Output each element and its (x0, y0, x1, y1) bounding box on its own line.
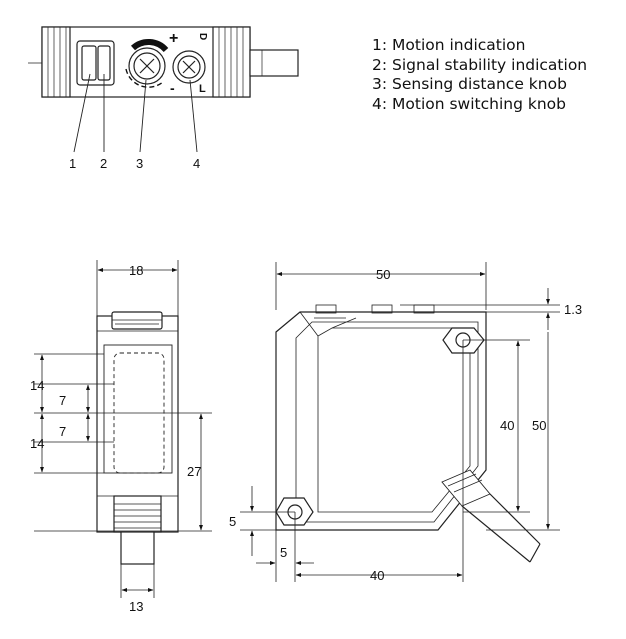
plus-mark: + (169, 30, 178, 47)
dim-hole-y-5: 5 (229, 514, 236, 529)
dim-pitch-14-upper: 14 (30, 378, 44, 393)
dim-hole-x-5: 5 (280, 545, 287, 560)
motion-switching-knob-icon (172, 50, 206, 84)
callout-leaders (73, 73, 198, 153)
side-dimension-labels: 50 1.3 40 50 5 5 40 (229, 267, 582, 583)
dim-width-18: 18 (129, 263, 143, 278)
dim-connector-13: 13 (129, 599, 143, 614)
legend-item-signal-stability: 2: Signal stability indication (372, 55, 588, 74)
callout-1: 1 (69, 156, 76, 171)
dim-inner-height-40: 40 (500, 418, 514, 433)
sensing-distance-knob-icon (125, 39, 169, 88)
callout-4: 4 (193, 156, 200, 171)
dim-hole-span-40: 40 (370, 568, 384, 583)
side-dimensions (240, 262, 560, 582)
minus-mark: - (170, 80, 175, 96)
dim-side-width-50: 50 (376, 267, 390, 282)
legend-item-motion-indication: 1: Motion indication (372, 36, 526, 54)
dim-pitch-14-lower: 14 (30, 436, 44, 451)
dim-outer-height-50: 50 (532, 418, 546, 433)
dim-height-27: 27 (187, 464, 201, 479)
callout-numbers: 1 2 3 4 (69, 156, 200, 171)
side-view (275, 304, 541, 563)
callout-3: 3 (136, 156, 143, 171)
panel-marks: + - D L (169, 30, 208, 96)
front-dimensions (34, 260, 212, 598)
dim-top-offset-1-3: 1.3 (564, 302, 582, 317)
dim-pitch-7-upper: 7 (59, 393, 66, 408)
legend-item-motion-switching: 4: Motion switching knob (372, 94, 566, 113)
callout-2: 2 (100, 156, 107, 171)
front-dimension-labels: 18 13 14 7 7 14 27 (30, 263, 201, 614)
legend-item-sensing-distance: 3: Sensing distance knob (372, 75, 567, 93)
l-mark: L (199, 83, 206, 95)
dim-pitch-7-lower: 7 (59, 424, 66, 439)
front-view (96, 311, 179, 565)
legend: 1: Motion indication 2: Signal stability… (372, 36, 587, 114)
d-mark: D (197, 33, 208, 40)
